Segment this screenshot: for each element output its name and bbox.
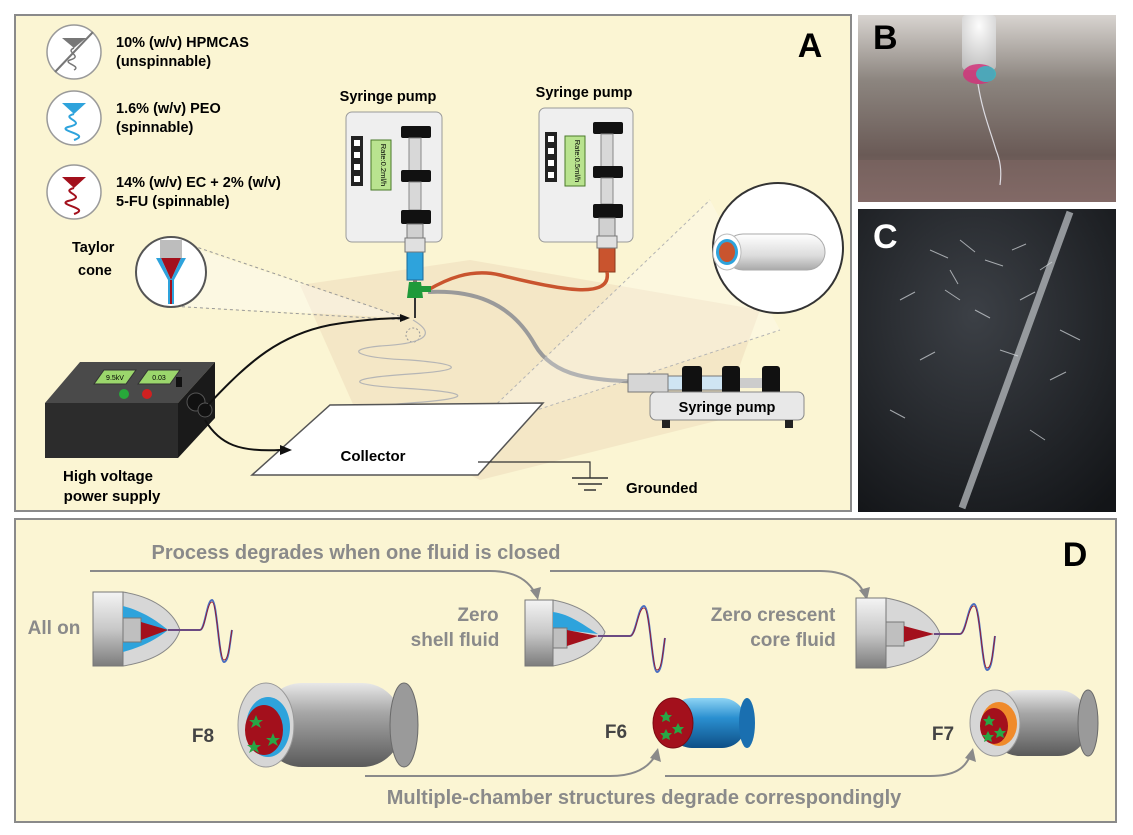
zero-core-label-line1: Zero crescent <box>711 605 836 626</box>
panel-a-letter: A <box>798 27 823 65</box>
panel-d-letter: D <box>1063 536 1088 574</box>
collector: Collector Grounded <box>250 402 698 497</box>
arrow-top-2 <box>550 570 865 594</box>
legend-line2: (unspinnable) <box>116 54 211 70</box>
legend-item-ec-5fu: 14% (w/v) EC + 2% (w/v) 5-FU (spinnable) <box>46 164 281 220</box>
legend-line2: 5-FU (spinnable) <box>116 194 230 210</box>
arrow-bottom-2 <box>665 755 971 777</box>
panel-d: D Process degrades when one fluid is clo… <box>14 518 1117 823</box>
current-display: 0.03 <box>152 375 166 382</box>
syringe-pump-label-1: Syringe pump <box>340 89 437 105</box>
legend-line2: (spinnable) <box>116 120 194 136</box>
power-supply: 9.5kV 0.03 High voltage power supply <box>45 362 215 505</box>
panel-b-letter: B <box>873 19 898 57</box>
power-supply-label-line2: power supply <box>64 488 161 505</box>
fiber-label-f7: F7 <box>932 724 954 745</box>
fiber-f8: F8 <box>192 682 419 768</box>
zero-shell-label-line2: shell fluid <box>411 630 500 651</box>
spinneret-all-on: All on <box>28 591 233 667</box>
syringe-pump-label-2: Syringe pump <box>536 85 633 101</box>
fiber-f6: F6 <box>605 697 755 749</box>
photo-c <box>858 209 1116 512</box>
zero-shell-label-line1: Zero <box>457 605 498 626</box>
legend-item-peo: 1.6% (w/v) PEO (spinnable) <box>46 90 221 146</box>
spinneret-zero-shell: Zero shell fluid <box>411 599 666 674</box>
syringe-pump-1: Syringe pump Rate:0.2ml/h <box>340 89 443 288</box>
taylor-cone-callout: Taylor cone <box>72 236 406 321</box>
legend-item-hpmcas: 10% (w/v) HPMCAS (unspinnable) <box>46 24 249 80</box>
panel-c-letter: C <box>873 218 898 256</box>
ground-wire <box>204 419 281 452</box>
drug-star-icon <box>247 715 280 753</box>
fiber-f7: F7 <box>932 689 1099 757</box>
drug-star-icon <box>982 715 1006 742</box>
top-caption: Process degrades when one fluid is close… <box>151 542 560 564</box>
legend-line1: 10% (w/v) HPMCAS <box>116 35 249 51</box>
fiber-label-f6: F6 <box>605 722 627 743</box>
fiber-zoom-callout <box>469 182 844 433</box>
arrow-top-1 <box>90 570 536 594</box>
hv-wire <box>207 317 406 406</box>
zero-core-label-line2: core fluid <box>750 630 836 651</box>
rate-display-1: Rate:0.2ml/h <box>379 144 388 187</box>
rate-display-2: Rate:0.5ml/h <box>573 140 582 183</box>
drug-star-icon <box>660 711 684 740</box>
voltage-display: 9.5kV <box>106 375 124 382</box>
power-supply-label-line1: High voltage <box>63 468 153 485</box>
taylor-cone-label-line2: cone <box>78 263 112 279</box>
syringe-pump-3: Syringe pump <box>627 366 805 428</box>
collector-label: Collector <box>340 448 405 465</box>
taylor-cone-label-line1: Taylor <box>72 240 115 256</box>
spinneret <box>407 282 423 298</box>
legend: 10% (w/v) HPMCAS (unspinnable) 1.6% (w/v… <box>46 24 281 220</box>
bottom-caption: Multiple-chamber structures degrade corr… <box>387 787 902 809</box>
gray-tube <box>427 289 646 384</box>
all-on-label: All on <box>28 618 81 639</box>
legend-line1: 1.6% (w/v) PEO <box>116 101 221 117</box>
panel-b: B <box>858 15 1116 202</box>
arrow-bottom-1 <box>365 755 656 777</box>
syringe-pump-label-3: Syringe pump <box>679 400 776 416</box>
orange-tube <box>427 271 609 292</box>
legend-line1: 14% (w/v) EC + 2% (w/v) <box>116 175 281 191</box>
no-symbol-icon <box>54 31 94 73</box>
grounded-label: Grounded <box>626 480 698 497</box>
panel-a: A 10% (w/v) HPMCAS (unspinnable) 1.6% (w… <box>14 14 852 512</box>
panel-c: C <box>858 209 1116 512</box>
fiber-label-f8: F8 <box>192 726 214 747</box>
spinneret-zero-core: Zero crescent core fluid <box>711 597 996 672</box>
syringe-pump-2: Syringe pump Rate:0.5ml/h <box>536 85 634 273</box>
